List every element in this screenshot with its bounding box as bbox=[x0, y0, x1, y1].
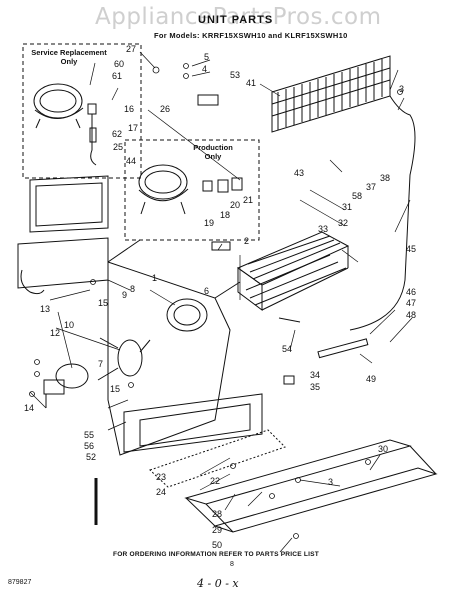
production-only-box bbox=[124, 139, 260, 241]
production-caption: Production Only bbox=[183, 143, 243, 161]
callout-45: 45 bbox=[406, 244, 416, 254]
callout-50: 50 bbox=[212, 540, 222, 550]
callout-52: 52 bbox=[86, 452, 96, 462]
callout-35: 35 bbox=[310, 382, 320, 392]
part-53-drawing bbox=[197, 94, 219, 106]
callout-48: 48 bbox=[406, 310, 416, 320]
callout-31: 31 bbox=[342, 202, 352, 212]
callout-21: 21 bbox=[243, 195, 253, 205]
callout-44: 44 bbox=[126, 156, 136, 166]
callout-14: 14 bbox=[24, 403, 34, 413]
callout-55: 55 bbox=[84, 430, 94, 440]
callout-47: 47 bbox=[406, 298, 416, 308]
drain-pan-drawing bbox=[17, 175, 109, 295]
callout-10: 10 bbox=[64, 320, 74, 330]
callout-43: 43 bbox=[294, 168, 304, 178]
compressor-service-drawing bbox=[33, 83, 97, 166]
callout-20: 20 bbox=[230, 200, 240, 210]
callout-23: 23 bbox=[156, 472, 166, 482]
callout-4: 4 bbox=[202, 64, 207, 74]
model-line: For Models: KRRF15XSWH10 and KLRF15XSWH1… bbox=[154, 31, 348, 40]
callout-12: 12 bbox=[50, 328, 60, 338]
callout-60: 60 bbox=[114, 59, 124, 69]
watermark: AppliancePartsPros.com bbox=[95, 4, 382, 30]
callout-61: 61 bbox=[112, 71, 122, 81]
callout-38: 38 bbox=[380, 173, 390, 183]
callout-27: 27 bbox=[126, 44, 136, 54]
evaporator-coil-drawing bbox=[236, 231, 350, 311]
document-code: 879827 bbox=[8, 579, 32, 586]
page-title: UNIT PARTS bbox=[198, 14, 274, 26]
callout-5: 5 bbox=[204, 52, 209, 62]
screws bbox=[29, 63, 403, 539]
callout-9: 9 bbox=[122, 290, 127, 300]
callout-37: 37 bbox=[366, 182, 376, 192]
callout-24: 24 bbox=[156, 487, 166, 497]
part-54-drawing bbox=[278, 317, 301, 323]
part-49-drawing bbox=[317, 338, 369, 359]
callout-58: 58 bbox=[352, 191, 362, 201]
callout-29: 29 bbox=[212, 525, 222, 535]
callout-8: 8 bbox=[130, 284, 135, 294]
callout-41: 41 bbox=[246, 78, 256, 88]
callout-46: 46 bbox=[406, 287, 416, 297]
callout-19: 19 bbox=[204, 218, 214, 228]
callout-3-lower: 3 bbox=[328, 477, 333, 487]
callout-54: 54 bbox=[282, 344, 292, 354]
part-2-drawing bbox=[211, 241, 231, 251]
service-replacement-caption: Service Replacement Only bbox=[30, 48, 108, 66]
compressor-production-drawing bbox=[138, 164, 243, 215]
ordering-footer: FOR ORDERING INFORMATION REFER TO PARTS … bbox=[113, 551, 319, 558]
callout-6: 6 bbox=[204, 286, 209, 296]
callout-3-top: 3 bbox=[399, 84, 404, 94]
callout-22: 22 bbox=[210, 476, 220, 486]
condenser-coil-drawing bbox=[271, 55, 416, 331]
handwritten-note: 4 - 0 - x bbox=[197, 577, 239, 590]
callout-16: 16 bbox=[124, 104, 134, 114]
fan-motor-drawing bbox=[43, 337, 151, 408]
callout-2: 2 bbox=[244, 236, 249, 246]
leader-lines bbox=[29, 51, 413, 553]
production-line1: Production bbox=[193, 143, 233, 152]
callout-34: 34 bbox=[310, 370, 320, 380]
callout-56: 56 bbox=[84, 441, 94, 451]
callout-25: 25 bbox=[113, 142, 123, 152]
callout-7: 7 bbox=[98, 359, 103, 369]
service-replacement-box bbox=[22, 43, 142, 179]
callout-33: 33 bbox=[318, 224, 328, 234]
production-line2: Only bbox=[204, 152, 222, 161]
callout-28: 28 bbox=[212, 509, 222, 519]
part-34-drawing bbox=[283, 375, 295, 385]
callout-26: 26 bbox=[160, 104, 170, 114]
callout-32: 32 bbox=[338, 218, 348, 228]
callout-53: 53 bbox=[230, 70, 240, 80]
base-frame-drawing bbox=[123, 393, 438, 533]
callout-18: 18 bbox=[220, 210, 230, 220]
callout-labels: 27 60 61 5 4 53 41 3 16 26 17 62 25 44 1… bbox=[24, 44, 416, 550]
page-number: 8 bbox=[230, 561, 234, 568]
fan-bracket-drawing bbox=[107, 239, 241, 456]
callout-30: 30 bbox=[378, 444, 388, 454]
callout-15-lower: 15 bbox=[110, 384, 120, 394]
service-replacement-line2: Only bbox=[60, 57, 78, 66]
callout-17: 17 bbox=[128, 123, 138, 133]
callout-13: 13 bbox=[40, 304, 50, 314]
callout-15-upper: 15 bbox=[98, 298, 108, 308]
callout-1: 1 bbox=[152, 273, 157, 283]
callout-49: 49 bbox=[366, 374, 376, 384]
callout-62: 62 bbox=[112, 129, 122, 139]
service-replacement-line1: Service Replacement bbox=[31, 48, 107, 57]
